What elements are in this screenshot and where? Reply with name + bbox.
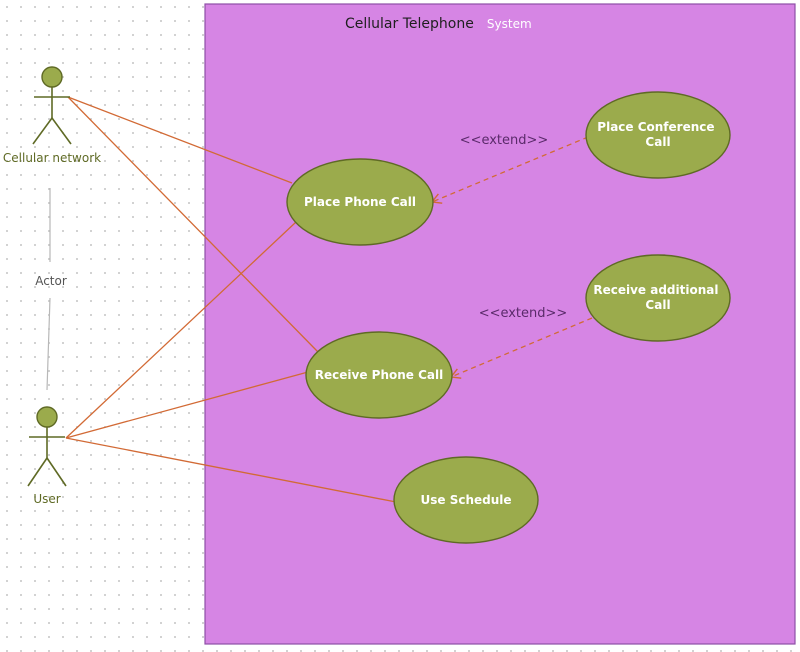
association-network-place-call[interactable] [67, 96, 293, 184]
use-case-place-conference-call[interactable]: Place Conference Call [585, 91, 731, 179]
actor-label-cellular-network: Cellular network [3, 151, 101, 165]
use-case-use-schedule[interactable]: Use Schedule [393, 456, 539, 544]
use-case-ellipse [305, 331, 453, 419]
use-case-label-place-phone-call: Place Phone Call [304, 195, 416, 209]
extend-label-conference: <<extend>> [460, 133, 549, 148]
use-case-place-phone-call[interactable]: Place Phone Call [286, 158, 434, 246]
actor-left-leg [27, 457, 48, 487]
actor-right-leg [51, 117, 72, 145]
use-case-ellipse [585, 91, 731, 179]
association-network-receive-call[interactable] [67, 96, 319, 353]
actor-right-leg [46, 457, 67, 487]
generalization-label: Actor [35, 274, 67, 288]
actor-user[interactable] [27, 406, 67, 487]
use-case-ellipse [585, 254, 731, 342]
extend-arrow-additional[interactable] [449, 317, 593, 379]
use-case-receive-additional-call[interactable]: Receive additional Call [585, 254, 731, 342]
use-case-label-receive-phone-call: Receive Phone Call [315, 368, 443, 382]
system-title: Cellular Telephone System [345, 13, 532, 32]
actor-cellular-network[interactable] [32, 66, 72, 145]
actor-head-icon [41, 66, 63, 88]
use-case-label-place-conference-call: Place Conference Call [597, 120, 718, 149]
actor-left-leg [32, 117, 53, 145]
association-user-schedule[interactable] [65, 437, 397, 503]
use-case-ellipse [286, 158, 434, 246]
use-case-receive-phone-call[interactable]: Receive Phone Call [305, 331, 453, 419]
extend-label-additional: <<extend>> [479, 306, 568, 321]
actor-label-user: User [33, 492, 60, 506]
use-case-ellipse [393, 456, 539, 544]
extend-arrow-conference[interactable] [430, 136, 589, 204]
use-case-label-receive-additional-call: Receive additional Call [593, 283, 722, 312]
generalization-line-lower[interactable] [46, 297, 51, 391]
association-user-receive-call[interactable] [65, 371, 309, 439]
use-case-label-use-schedule: Use Schedule [420, 493, 511, 507]
actor-head-icon [36, 406, 58, 428]
association-user-place-call[interactable] [65, 221, 297, 439]
